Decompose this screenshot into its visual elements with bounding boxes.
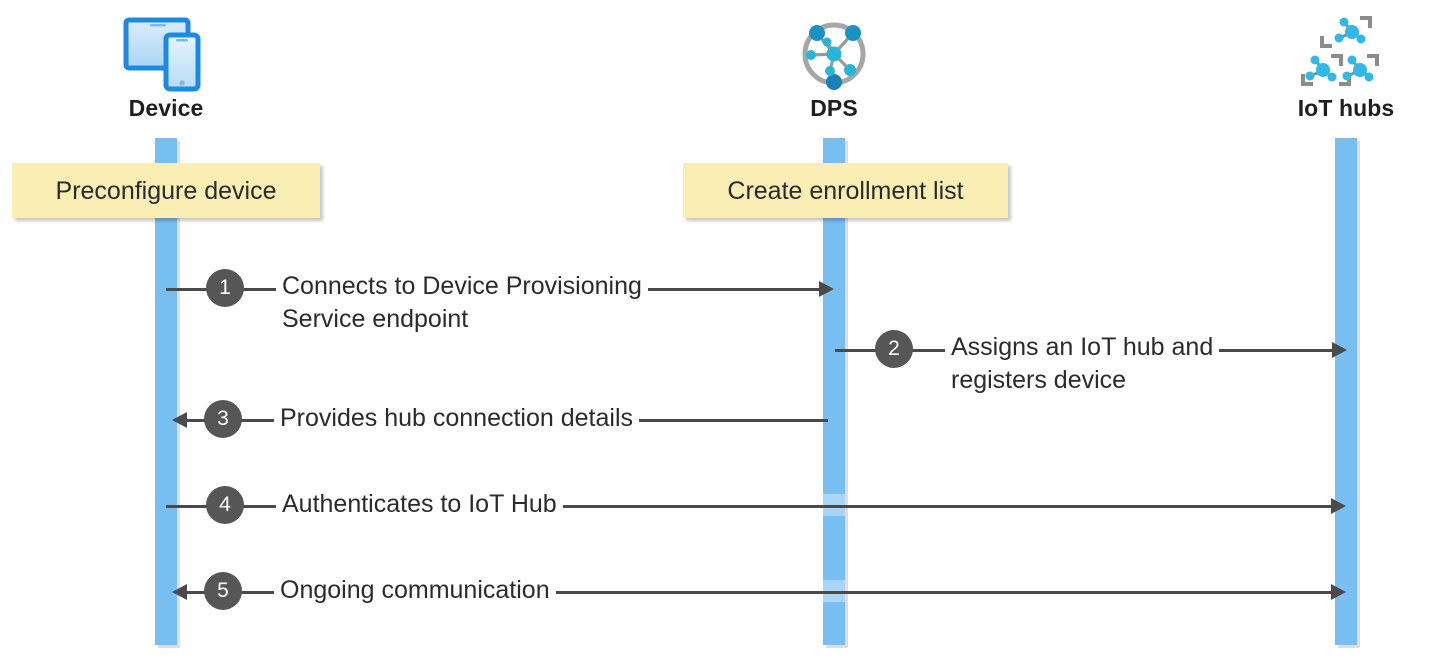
actor-label-iothubs: IoT hubs — [1297, 95, 1395, 121]
message-4-label: Authenticates to IoT Hub — [276, 488, 563, 521]
message-3-arrowhead-left — [172, 412, 187, 428]
message-1-label: Connects to Device Provisioning Service … — [276, 270, 648, 336]
message-5-badge: 5 — [204, 572, 242, 610]
lifeline-device — [155, 138, 177, 645]
device-monitor-phone-icon — [66, 14, 266, 94]
message-3-label: Provides hub connection details — [274, 402, 640, 435]
message-1-badge: 1 — [206, 269, 244, 307]
message-2-badge: 2 — [875, 330, 913, 368]
note-preconfigure-label: Preconfigure device — [55, 176, 277, 205]
lifeline-dps — [823, 138, 845, 645]
message-4-badge: 4 — [206, 486, 244, 524]
note-preconfigure-device: Preconfigure device — [12, 163, 320, 218]
message-3-badge: 3 — [204, 400, 242, 438]
actor-dps: DPS — [734, 14, 934, 122]
message-5-arrowhead-right — [1331, 584, 1346, 600]
message-1-arrowhead-right — [819, 281, 834, 297]
actor-iothubs: IoT hubs — [1246, 14, 1437, 122]
message-2-arrowhead-right — [1332, 342, 1347, 358]
actor-device: Device — [66, 14, 266, 122]
message-5-label: Ongoing communication — [274, 574, 556, 607]
message-4-line — [166, 505, 1340, 508]
dps-network-circle-icon — [734, 14, 934, 94]
lifeline-iothubs — [1335, 138, 1357, 645]
message-2-label: Assigns an IoT hub and registers device — [945, 331, 1220, 397]
actor-label-dps: DPS — [810, 95, 858, 121]
actor-label-device: Device — [128, 95, 204, 121]
iot-hubs-cluster-icon — [1246, 14, 1437, 94]
message-5-line — [178, 591, 1340, 594]
note-enrollment-label: Create enrollment list — [727, 176, 964, 205]
note-create-enrollment-list: Create enrollment list — [683, 163, 1008, 218]
message-5-arrowhead-left — [172, 584, 187, 600]
message-4-arrowhead-right — [1331, 498, 1346, 514]
